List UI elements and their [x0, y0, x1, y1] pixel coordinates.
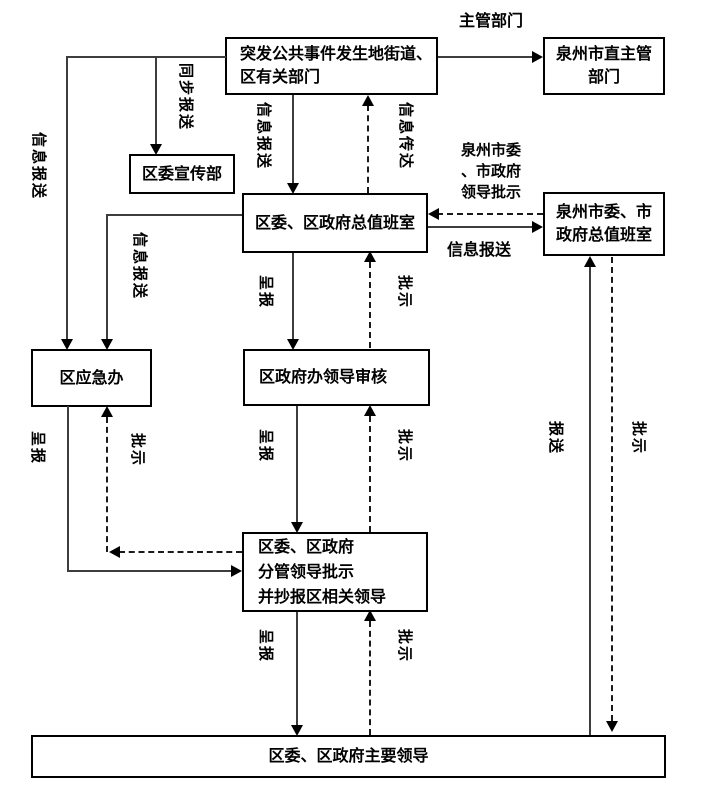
connector-incident-to-emergency — [66, 57, 68, 340]
box-vice-leaders: 区委、区政府 分管领导批示 并抄报区相关领导 — [242, 532, 428, 612]
arrow-down-icon — [291, 522, 303, 533]
label-instruct-cityduty-main: 批示 — [630, 421, 646, 456]
arrow-up-icon — [364, 610, 376, 621]
arrow-down-icon — [150, 144, 162, 155]
connector-emergency-to-vice-h — [67, 570, 232, 572]
arrow-right-icon — [532, 51, 543, 63]
label-instruct-vice-review: 批示 — [396, 429, 412, 464]
connector-incident-to-citydept — [438, 56, 534, 58]
connector-incident-left-branch — [66, 56, 226, 58]
label-report-main-cityduty: 报送 — [547, 421, 563, 456]
arrow-down-icon — [287, 339, 299, 350]
connector-cityduty-to-duty-dashed — [437, 213, 543, 215]
arrow-down-icon — [291, 725, 303, 736]
arrow-up-icon — [364, 405, 376, 416]
box-city-duty-office: 泉州市委、市 政府总值班室 — [543, 192, 665, 256]
connector-review-to-duty-dashed — [369, 262, 371, 348]
label-submit-emergency-vice: 呈报 — [29, 431, 45, 466]
label-info-report-center: 信息报送 — [255, 102, 271, 171]
connector-review-to-vice — [296, 406, 298, 523]
box-propaganda-dept: 区委宣传部 — [129, 154, 235, 194]
box-emergency-office: 区应急办 — [31, 349, 152, 407]
connector-main-to-vice-dashed — [369, 621, 371, 735]
box-city-supervisor-dept: 泉州市直主管 部门 — [543, 37, 665, 95]
arrow-up-icon — [364, 251, 376, 262]
box-main-leaders: 区委、区政府主要领导 — [31, 735, 666, 778]
arrow-right-icon — [532, 221, 543, 233]
arrow-up-icon — [362, 95, 374, 106]
label-supervisor-dept: 主管部门 — [459, 13, 524, 30]
label-submit-vice-main: 呈报 — [257, 629, 273, 664]
arrow-left-icon — [109, 546, 120, 558]
arrow-left-icon — [428, 208, 439, 220]
label-submit-review-vice: 呈报 — [257, 429, 273, 464]
box-incident-source: 突发公共事件发生地街道、 区有关部门 — [225, 37, 438, 95]
box-district-duty-office: 区委、区政府总值班室 — [242, 193, 428, 253]
connector-vice-to-emergency-v-dashed — [106, 417, 108, 552]
connector-duty-to-incident-dashed — [367, 105, 369, 193]
arrow-down-icon — [606, 721, 618, 732]
box-govt-office-review: 区政府办领导审核 — [243, 349, 430, 406]
label-info-report-right: 信息报送 — [447, 242, 512, 259]
label-info-transmit: 信息传达 — [397, 102, 413, 171]
label-instruct-main-vice: 批示 — [396, 629, 412, 664]
arrow-down-icon — [101, 339, 113, 350]
arrow-up-icon — [584, 256, 596, 267]
connector-cityduty-to-main-dashed — [611, 257, 613, 721]
connector-vice-to-main — [296, 612, 298, 726]
label-city-leader-instruction: 泉州市委 、市政府 领导批示 — [460, 143, 521, 201]
arrow-up-icon — [101, 406, 113, 417]
connector-incident-to-duty — [292, 95, 294, 184]
connector-duty-to-cityduty — [428, 226, 534, 228]
arrow-right-icon — [231, 565, 242, 577]
label-submit-duty-review: 呈报 — [257, 275, 273, 310]
label-info-report-mid-left: 信息报送 — [131, 232, 147, 301]
connector-main-to-cityduty — [589, 266, 591, 735]
connector-vice-to-emergency-h-dashed — [119, 551, 242, 553]
connector-vice-to-review-dashed — [369, 416, 371, 532]
connector-duty-to-emergency-h — [106, 214, 242, 216]
label-info-report-far-left: 信息报送 — [30, 132, 46, 201]
connector-duty-to-review — [292, 253, 294, 340]
label-instruct-vice-emergency: 批示 — [129, 433, 145, 468]
label-sync-report: 同步报送 — [177, 63, 193, 132]
connector-duty-to-emergency-v — [106, 214, 108, 340]
connector-to-propaganda — [155, 57, 157, 145]
arrow-down-icon — [287, 183, 299, 194]
arrow-down-icon — [61, 339, 73, 350]
label-instruct-review-duty: 批示 — [396, 275, 412, 310]
connector-emergency-to-vice-v — [67, 406, 69, 572]
